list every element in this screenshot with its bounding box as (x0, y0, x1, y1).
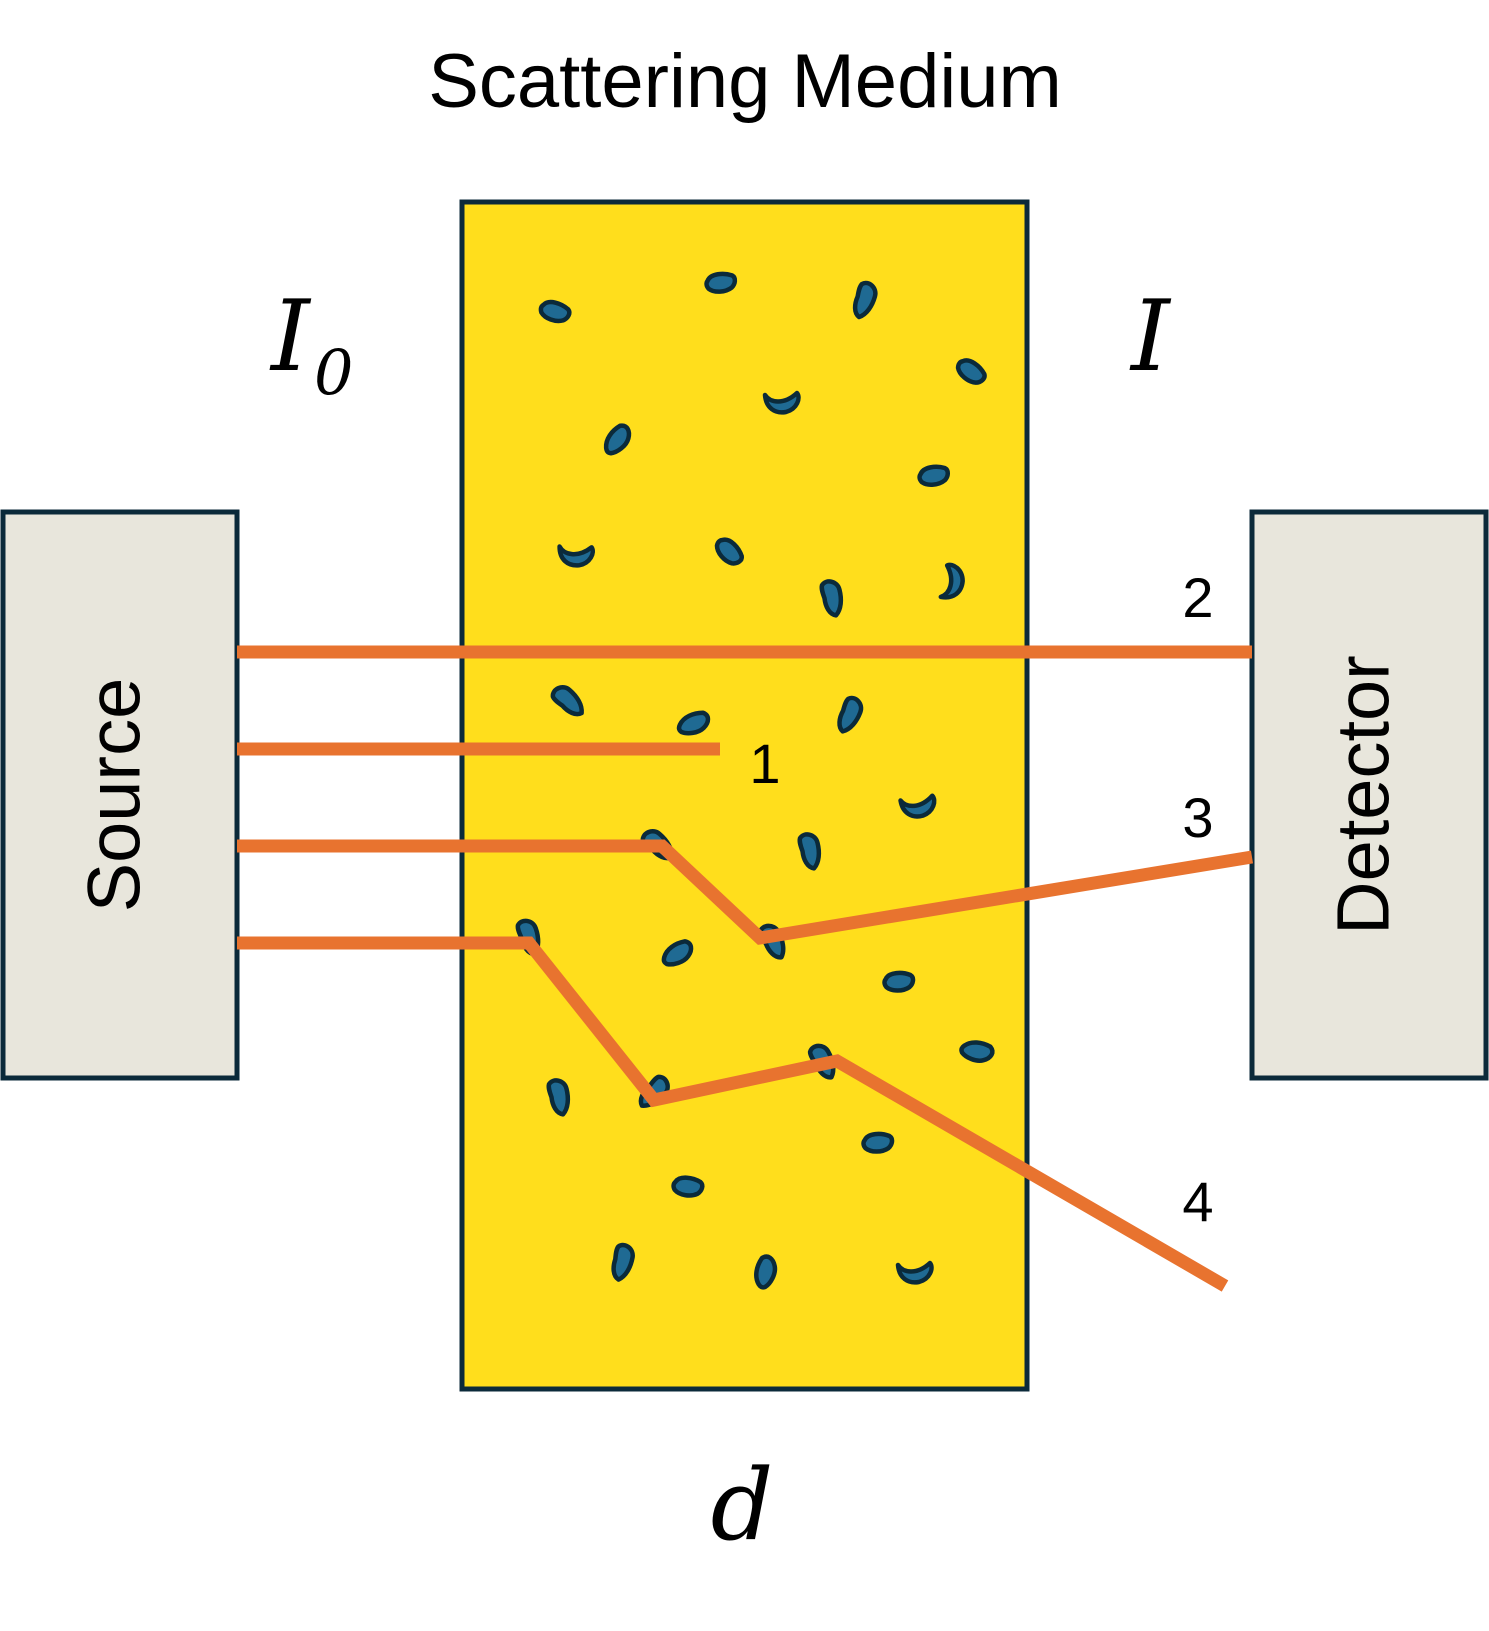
path-label-4: 4 (1182, 1170, 1213, 1233)
particle (705, 272, 736, 293)
detector-label: Detector (1322, 655, 1405, 935)
source-label: Source (73, 678, 156, 912)
incident-intensity-symbol: I (269, 280, 312, 394)
diagram-title: Scattering Medium (428, 39, 1062, 124)
scattering-medium (459, 199, 1030, 1392)
detector-box: Detector (1249, 509, 1489, 1081)
source-box: Source (0, 509, 240, 1081)
thickness-label: d (711, 1449, 774, 1563)
path-label-3: 3 (1182, 786, 1213, 849)
path-label-2: 2 (1182, 566, 1213, 629)
ray-path-4 (237, 936, 1229, 1292)
incident-intensity-label: I 0 (269, 280, 353, 409)
ray-path-3 (237, 839, 1254, 945)
particle (884, 972, 914, 992)
transmitted-intensity-label: I (1129, 280, 1172, 394)
path-label-1: 1 (749, 732, 780, 795)
incident-intensity-subscript: 0 (314, 336, 353, 409)
particle (863, 1133, 893, 1153)
light-paths (237, 645, 1254, 1292)
particle (673, 1177, 703, 1197)
